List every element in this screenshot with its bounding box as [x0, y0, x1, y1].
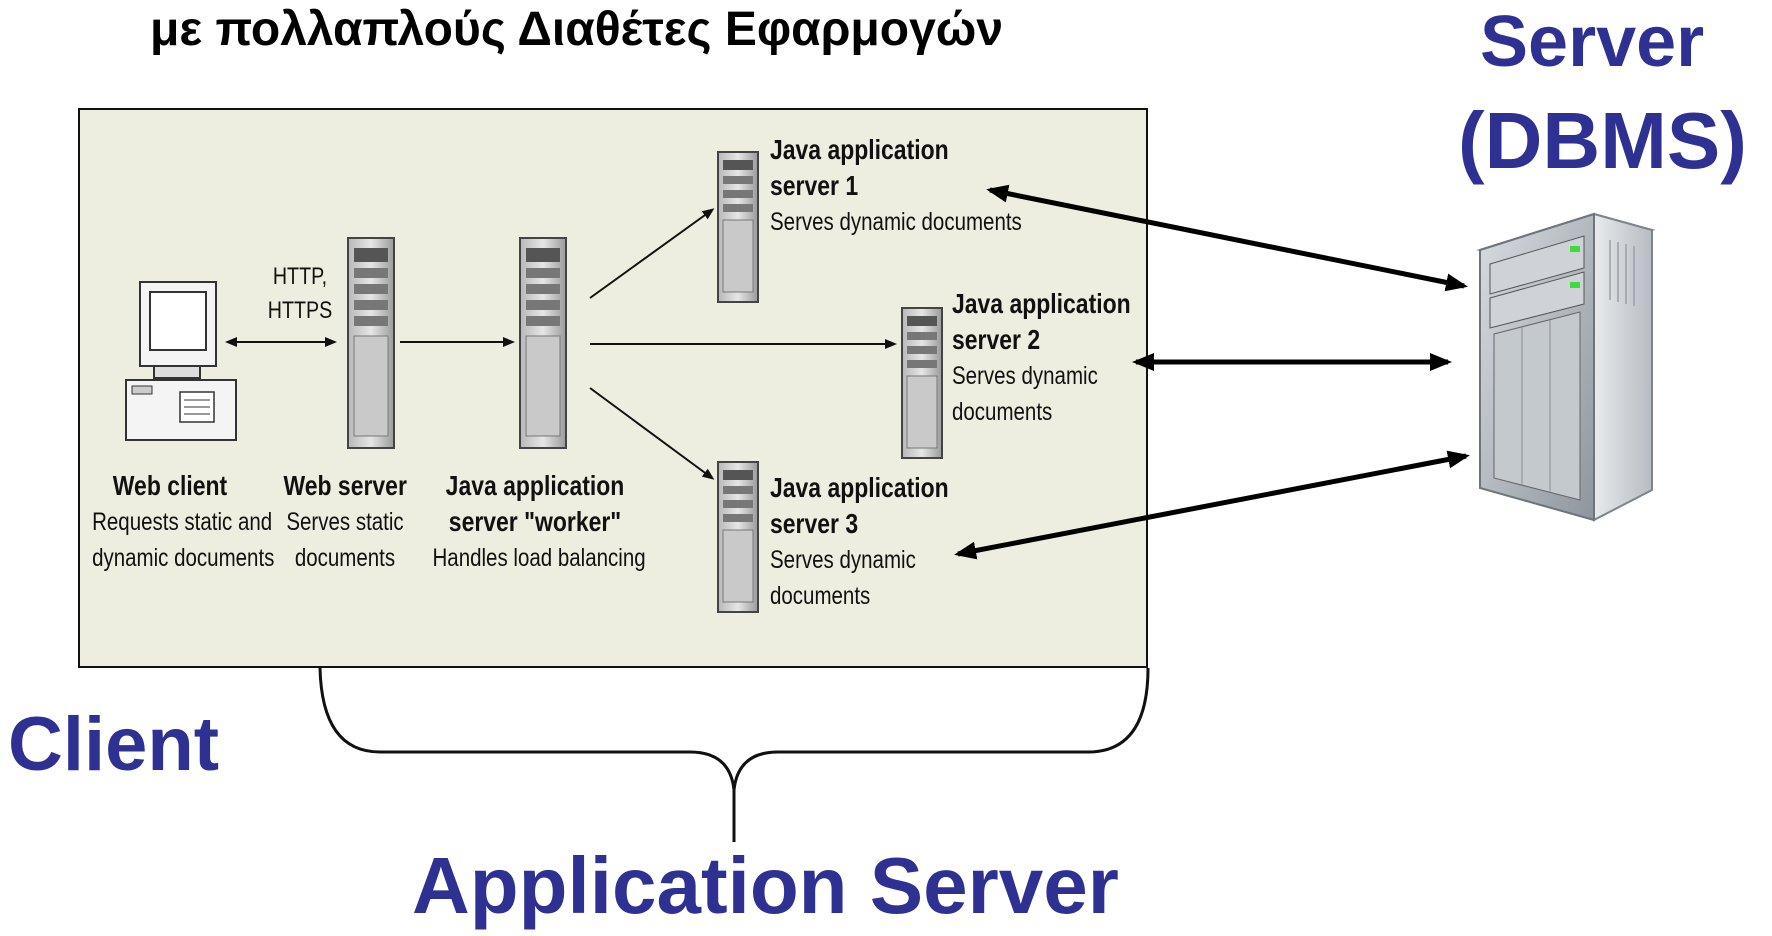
- application-server-brace: [318, 667, 1150, 842]
- app-server-2-title-1: Java application: [952, 288, 1131, 319]
- worker-app1-arrow: [589, 208, 715, 299]
- worker-title-2: server "worker": [448, 506, 622, 537]
- app-server-1-desc: Serves dynamic documents: [770, 208, 1022, 236]
- worker-caption: Java application server "worker" Handles…: [410, 468, 660, 576]
- app-server-3-title-2: server 3: [770, 508, 859, 539]
- app1-dbms-arrow: [986, 184, 1468, 292]
- app-server-1-caption: Java application server 1 Serves dynamic…: [770, 132, 1077, 240]
- worker-title-1: Java application: [445, 470, 625, 501]
- app-server-3-title-1: Java application: [770, 472, 949, 503]
- app-server-3-tower-icon: [717, 461, 759, 613]
- server-label: Server: [1480, 2, 1705, 82]
- slide-title: με πολλαπλούς Διαθέτες Εφαρμογών: [150, 3, 1004, 56]
- client-label: Client: [8, 702, 220, 787]
- app3-dbms-arrow: [954, 450, 1470, 560]
- web-client-desc-1: Requests static and: [92, 508, 273, 536]
- dbms-label: (DBMS): [1458, 96, 1747, 185]
- web-server-tower-icon: [347, 237, 395, 449]
- web-server-title: Web server: [283, 470, 407, 501]
- app-server-2-desc-1: Serves dynamic: [952, 362, 1098, 390]
- architecture-panel: HTTP, HTTPS Web client Requests static a…: [78, 108, 1148, 668]
- web-server-desc-1: Serves static: [286, 508, 404, 536]
- dbms-server-icon: [1476, 212, 1656, 522]
- application-server-label: Application Server: [412, 841, 1119, 930]
- protocol-https: HTTPS: [267, 297, 333, 324]
- app-server-1-title-1: Java application: [770, 134, 949, 165]
- web-server-desc-2: documents: [294, 544, 396, 572]
- protocol-label: HTTP, HTTPS: [230, 260, 370, 328]
- protocol-http: HTTP,: [272, 263, 328, 290]
- worker-server-tower-icon: [519, 237, 567, 449]
- web-client-title: Web client: [112, 470, 228, 501]
- app-server-2-title-2: server 2: [952, 324, 1041, 355]
- app-server-3-desc-1: Serves dynamic: [770, 546, 916, 574]
- web-client-desc-2: dynamic documents: [92, 544, 275, 572]
- app-server-3-caption: Java application server 3 Serves dynamic…: [770, 470, 988, 614]
- app-server-1-tower-icon: [717, 151, 759, 303]
- web-client-computer-icon: [125, 281, 237, 441]
- worker-desc: Handles load balancing: [432, 544, 646, 572]
- app-server-2-tower-icon: [901, 307, 943, 459]
- web-client-caption: Web client Requests static and dynamic d…: [75, 468, 275, 576]
- app-server-3-desc-2: documents: [770, 582, 871, 610]
- app-server-1-title-2: server 1: [770, 170, 859, 201]
- app-server-2-caption: Java application server 2 Serves dynamic…: [952, 286, 1170, 430]
- app-server-2-desc-2: documents: [952, 398, 1053, 426]
- web-server-caption: Web server Serves static documents: [270, 468, 420, 576]
- worker-app3-arrow: [589, 387, 715, 480]
